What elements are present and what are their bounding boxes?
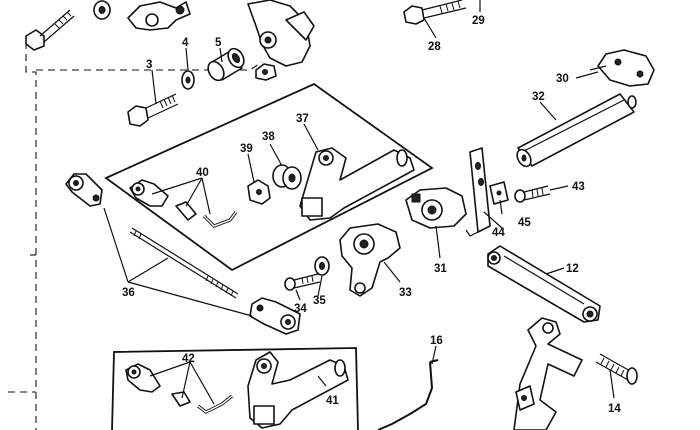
part-3-bolt — [127, 93, 179, 127]
label-36: 36 — [122, 287, 135, 299]
label-14: 14 — [608, 403, 621, 415]
part-42-clip-set — [125, 363, 233, 414]
part-12-link — [487, 245, 601, 323]
label-44: 44 — [492, 227, 505, 239]
label-43: 43 — [572, 181, 585, 193]
part-34-screw — [284, 273, 321, 291]
part-33-lever — [339, 223, 401, 297]
label-42: 42 — [182, 353, 195, 365]
leader-lines — [103, 0, 615, 405]
part-28-bolt — [403, 0, 467, 25]
assembly-guide-lines — [8, 42, 263, 430]
part-43-screw — [514, 185, 551, 203]
top-bracket-left — [127, 1, 191, 31]
label-32: 32 — [532, 91, 545, 103]
label-31: 31 — [434, 263, 447, 275]
washer-top-left — [93, 0, 111, 20]
part-36-rod — [129, 227, 239, 299]
label-41: 41 — [326, 395, 339, 407]
label-45: 45 — [518, 217, 531, 229]
part-4-washer — [181, 70, 195, 90]
label-37: 37 — [296, 113, 309, 125]
label-35: 35 — [313, 295, 326, 307]
part-32-shaft — [516, 93, 637, 168]
label-38: 38 — [262, 131, 275, 143]
part-39-clip — [247, 179, 271, 205]
part-5-bushing — [207, 47, 245, 82]
label-16: 16 — [430, 335, 443, 347]
kit-box-lower — [111, 347, 359, 430]
part-30-bracket — [589, 49, 655, 87]
top-bracket-center — [247, 0, 315, 81]
part-36-rod-end-upper — [65, 173, 103, 207]
part-14-bracket — [513, 317, 638, 430]
label-5: 5 — [215, 37, 222, 49]
part-16-wire — [377, 359, 439, 430]
part-37-lever-shaft — [299, 147, 415, 221]
part-40-clip — [129, 179, 238, 228]
part-44-plate — [465, 147, 491, 237]
label-12: 12 — [566, 263, 579, 275]
label-4: 4 — [182, 37, 189, 49]
label-39: 39 — [240, 143, 253, 155]
label-34: 34 — [294, 303, 307, 315]
part-41-lever-shaft — [247, 351, 349, 429]
label-33: 33 — [399, 287, 412, 299]
part-45-washer — [489, 181, 509, 205]
bolt-top-left — [25, 9, 75, 51]
callout-numbers: 3 4 5 28 29 30 32 37 38 39 40 43 45 44 3… — [122, 15, 621, 415]
part-36-rod-end-lower — [249, 297, 301, 335]
part-31-lever — [405, 187, 467, 229]
label-3: 3 — [146, 59, 152, 71]
part-38-bushing — [272, 164, 302, 190]
label-40: 40 — [196, 167, 209, 179]
part-35-washer — [314, 256, 330, 276]
label-29: 29 — [472, 15, 485, 27]
label-28: 28 — [428, 41, 441, 53]
label-30: 30 — [556, 73, 569, 85]
kit-box-upper — [104, 82, 434, 272]
